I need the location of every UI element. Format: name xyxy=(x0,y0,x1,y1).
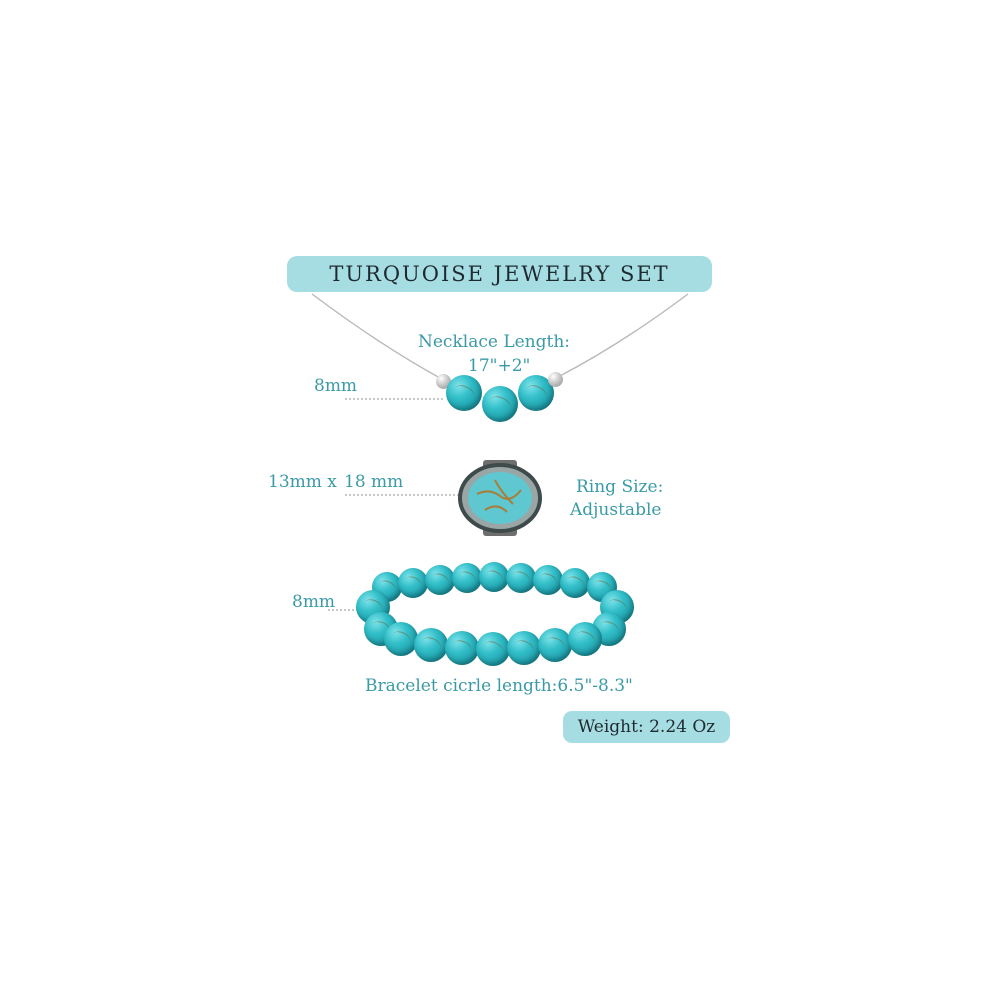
bracelet-bead xyxy=(425,565,455,595)
bracelet-bead xyxy=(476,632,510,666)
necklace-bead xyxy=(482,386,518,422)
ring-size-label: Ring Size: xyxy=(576,477,664,497)
ring-image xyxy=(458,460,542,536)
ring-size-value: Adjustable xyxy=(570,500,662,520)
weight-badge: Weight: 2.24 Oz xyxy=(563,711,730,743)
bracelet-bead xyxy=(507,631,541,665)
bracelet-bead xyxy=(479,562,509,592)
bracelet-bead xyxy=(452,563,482,593)
bracelet-bead xyxy=(533,565,563,595)
necklace-length-value: 17"+2" xyxy=(468,356,531,376)
bracelet-bead xyxy=(568,622,602,656)
weight-value: 2.24 Oz xyxy=(649,717,716,737)
bracelet-bead xyxy=(560,568,590,598)
bracelet-bead xyxy=(445,631,479,665)
ring-dimension-b: 18 mm xyxy=(344,472,404,492)
bracelet-length-label: Bracelet cicrle length: xyxy=(365,676,558,696)
bracelet-bead-size: 8mm xyxy=(292,592,336,612)
weight-label: Weight: xyxy=(577,717,644,737)
necklace-bead xyxy=(446,375,482,411)
silver-bead-right xyxy=(548,372,563,387)
title-banner: TURQUOISE JEWELRY SET xyxy=(287,256,712,292)
bracelet-bead xyxy=(538,628,572,662)
page-title: TURQUOISE JEWELRY SET xyxy=(329,262,670,286)
necklace-length-label: Necklace Length: xyxy=(418,332,571,352)
bracelet-bead xyxy=(398,568,428,598)
ring-dimension-a: 13mm x xyxy=(268,472,337,492)
bracelet-length-value: 6.5"-8.3" xyxy=(557,676,633,696)
bracelet-bead xyxy=(384,622,418,656)
necklace-bead-size: 8mm xyxy=(314,376,358,396)
bracelet-bead xyxy=(414,628,448,662)
bracelet-length: Bracelet cicrle length:6.5"-8.3" xyxy=(365,676,633,696)
bracelet-bead xyxy=(506,563,536,593)
